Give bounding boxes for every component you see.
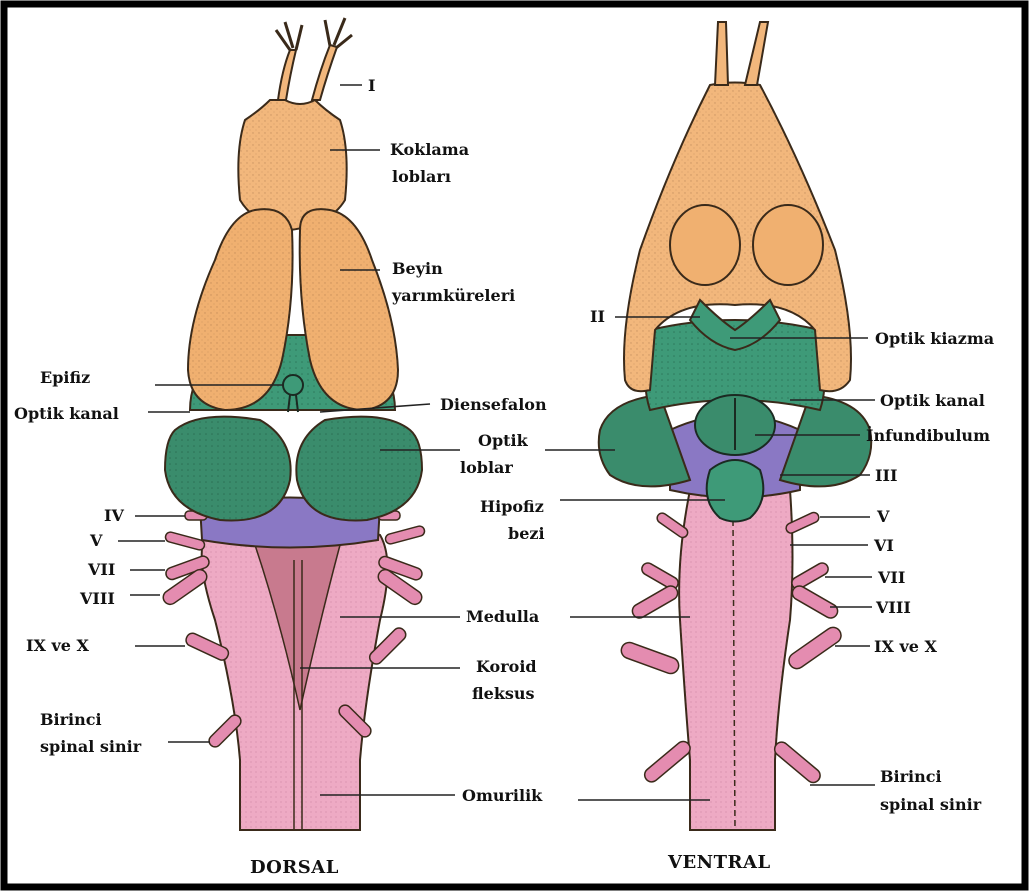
label-medulla: Medulla bbox=[466, 607, 539, 626]
label-birinci-ventral-1: Birinci bbox=[880, 767, 942, 786]
dorsal-epiphysis bbox=[283, 375, 303, 395]
label-ix-x-dorsal: IX ve X bbox=[26, 636, 90, 655]
label-hipofiz-2: bezi bbox=[508, 524, 545, 543]
label-birinci-ventral-2: spinal sinir bbox=[880, 795, 982, 814]
label-vii-dorsal: VII bbox=[87, 560, 115, 579]
label-iii: III bbox=[875, 466, 897, 485]
label-optik-lob-1: Optik bbox=[478, 431, 529, 450]
label-v-ventral: V bbox=[876, 507, 890, 526]
label-v-dorsal: V bbox=[89, 531, 103, 550]
label-optik-kanal-ventral: Optik kanal bbox=[880, 391, 985, 410]
label-viii-ventral: VIII bbox=[875, 598, 911, 617]
label-vii-ventral: VII bbox=[877, 568, 905, 587]
label-beyin-2: yarımküreleri bbox=[391, 286, 515, 305]
label-vi: VI bbox=[873, 536, 894, 555]
label-koroid-1: Koroid bbox=[476, 657, 537, 676]
ventral-hypophysis bbox=[707, 460, 764, 522]
label-birinci-dorsal-1: Birinci bbox=[40, 710, 102, 729]
label-optik-kiazma: Optik kiazma bbox=[875, 329, 994, 348]
label-birinci-dorsal-2: spinal sinir bbox=[40, 737, 142, 756]
label-viii-dorsal: VIII bbox=[79, 589, 115, 608]
label-i: I bbox=[368, 76, 375, 95]
label-omurilik: Omurilik bbox=[462, 786, 543, 805]
label-iv: IV bbox=[104, 506, 124, 525]
label-koklama-2: lobları bbox=[392, 167, 451, 186]
caption-dorsal: DORSAL bbox=[250, 857, 339, 878]
caption-ventral: VENTRAL bbox=[667, 852, 771, 873]
label-beyin-1: Beyin bbox=[392, 259, 443, 278]
ventral-hemisphere-right bbox=[753, 205, 823, 285]
label-koroid-2: fleksus bbox=[472, 684, 535, 703]
label-optik-kanal-dorsal: Optik kanal bbox=[14, 404, 119, 423]
label-diensefalon: Diensefalon bbox=[440, 395, 547, 414]
label-ix-x-ventral: IX ve X bbox=[874, 637, 938, 656]
label-optik-lob-2: loblar bbox=[460, 458, 513, 477]
ventral-hemisphere-left bbox=[670, 205, 740, 285]
label-hipofiz-1: Hipofiz bbox=[480, 497, 544, 516]
label-infundibulum: İnfundibulum bbox=[866, 425, 990, 445]
label-epifiz: Epifiz bbox=[40, 368, 90, 387]
label-ii: II bbox=[590, 307, 605, 326]
label-koklama-1: Koklama bbox=[390, 140, 469, 159]
